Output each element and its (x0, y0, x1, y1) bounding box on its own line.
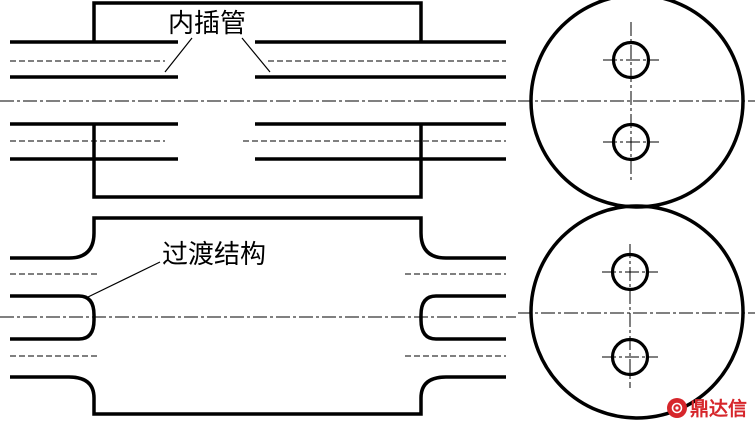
bottom-housing-top (10, 216, 506, 260)
bottom-leader (87, 261, 161, 298)
inner-tube-label: 内插管 (168, 9, 246, 39)
transition-structure-label: 过渡结构 (162, 240, 266, 270)
top-housing-outline (92, 1, 423, 42)
top-leader-right (241, 37, 271, 73)
top-leader-left (164, 37, 193, 73)
bottom-section: 过渡结构 (0, 204, 755, 420)
top-section: 内插管 (0, 0, 755, 209)
bottom-end-view-circle (529, 204, 745, 420)
bottom-housing-bottom (10, 375, 506, 416)
watermark: 鼎达信 (666, 394, 747, 421)
top-end-view-circle (529, 0, 745, 209)
brand-logo-icon (666, 397, 687, 418)
watermark-text: 鼎达信 (689, 398, 747, 420)
